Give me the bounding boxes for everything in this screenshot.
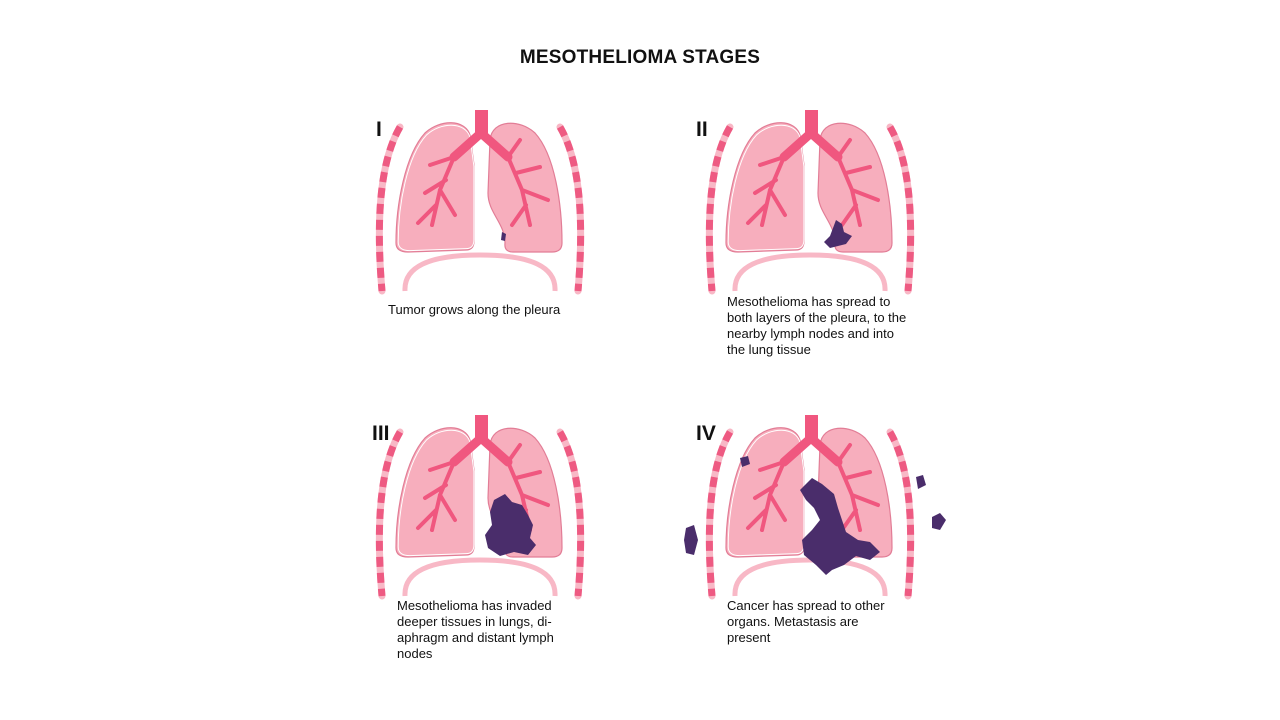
page-title: MESOTHELIOMA STAGES <box>519 47 761 68</box>
tumor-stage-3 <box>485 494 536 556</box>
lungs-stage-4 <box>709 415 910 596</box>
stage-label-3: III <box>372 422 390 445</box>
lungs-stage-2 <box>709 110 910 291</box>
lungs-stage-3 <box>379 415 580 596</box>
metastasis <box>740 456 750 467</box>
stage-label-4: IV <box>696 422 716 445</box>
stage-label-1: I <box>376 118 382 141</box>
metastasis <box>684 525 698 555</box>
tumor-stage-2 <box>824 220 852 248</box>
caption-stage-4: Cancer has spread to other organs. Metas… <box>727 598 885 645</box>
metastasis <box>916 475 926 489</box>
caption-stage-1: Tumor grows along the pleura <box>388 302 561 317</box>
caption-stage-3: Mesothelioma has invaded deeper tissues … <box>397 598 554 661</box>
tumor-stage-4 <box>800 478 880 575</box>
stage-label-2: II <box>696 118 708 141</box>
metastasis <box>932 513 946 530</box>
caption-stage-2: Mesothelioma has spread to both layers o… <box>727 294 907 357</box>
lungs-stage-1 <box>379 110 580 291</box>
tumor-stage-1 <box>501 232 506 241</box>
